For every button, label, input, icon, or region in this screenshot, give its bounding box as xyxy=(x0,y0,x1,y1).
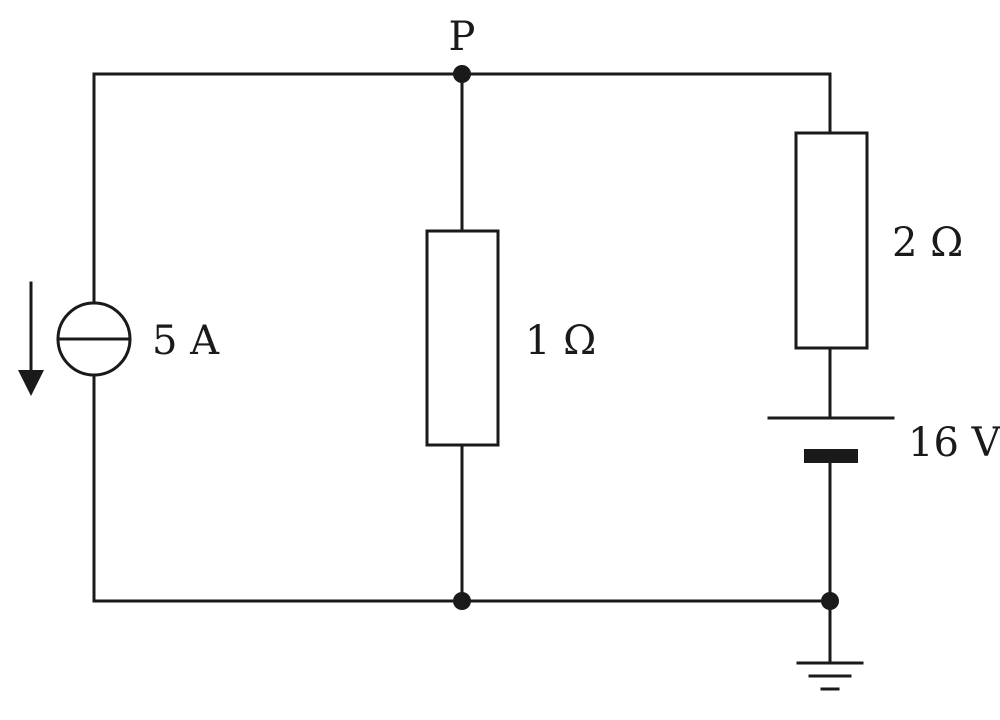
junction-p xyxy=(453,65,471,83)
current-source-icon xyxy=(56,301,132,377)
resistor-1-label: 1 Ω xyxy=(525,318,596,364)
arrow-down-icon xyxy=(18,281,44,396)
resistor-icon xyxy=(794,131,869,350)
battery-icon xyxy=(767,416,895,463)
resistor-icon xyxy=(425,229,500,447)
ground-icon xyxy=(796,661,864,691)
current-source-label: 5 A xyxy=(152,318,220,364)
junction-bottom-right xyxy=(821,592,839,610)
resistor-2-label: 2 Ω xyxy=(892,220,963,266)
node-label-p: P xyxy=(449,14,476,60)
junction-bottom-middle xyxy=(453,592,471,610)
battery-label: 16 V xyxy=(908,420,1000,466)
